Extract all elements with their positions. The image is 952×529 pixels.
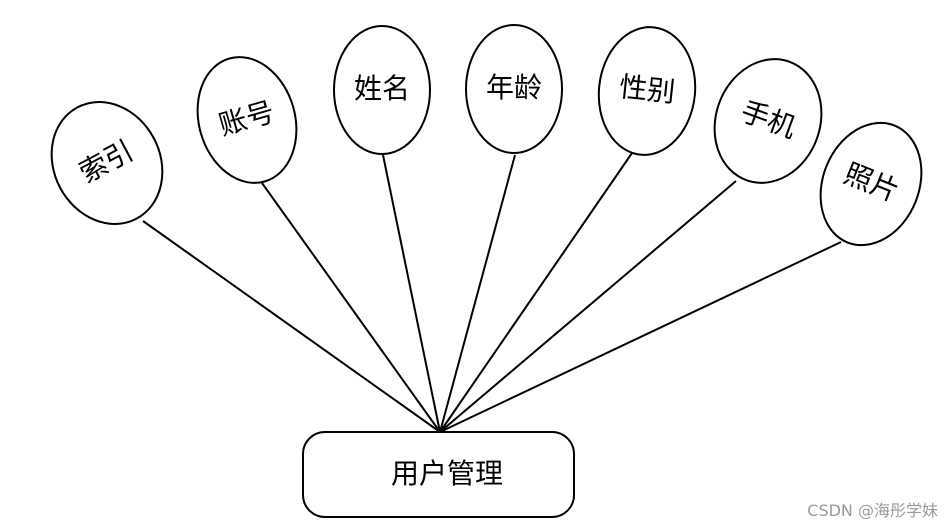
attr-age-label: 年龄: [486, 71, 542, 104]
connector-age: [439, 154, 516, 433]
attr-age: 年龄: [465, 24, 563, 154]
attr-index-ellipse: [50, 101, 164, 225]
entity-node: 用户管理: [302, 431, 575, 518]
attr-gender-label: 性别: [618, 70, 677, 109]
attr-phone-ellipse: [713, 58, 823, 184]
attr-name-label: 姓名: [354, 72, 410, 105]
connector-account: [261, 182, 441, 433]
attr-photo-ellipse: [819, 121, 923, 247]
attr-gender: 性别: [597, 26, 697, 156]
entity-label: 用户管理: [391, 457, 503, 490]
attr-phone: 手机: [713, 58, 823, 184]
attr-index: 索引: [50, 101, 164, 225]
connector-photo: [439, 241, 842, 433]
attr-account: 账号: [196, 56, 298, 184]
attr-account-ellipse: [196, 56, 298, 184]
connector-gender: [439, 152, 633, 433]
attr-photo: 照片: [819, 121, 923, 247]
entity-box: [302, 431, 575, 518]
attr-name-ellipse: [333, 25, 431, 155]
connector-phone: [439, 180, 737, 433]
watermark-text: CSDN @海彤学妹: [807, 501, 938, 520]
attr-age-ellipse: [465, 24, 563, 154]
connector-name: [382, 154, 441, 433]
connector-lines: [142, 152, 842, 433]
connector-index: [142, 220, 441, 433]
attr-name: 姓名: [333, 25, 431, 155]
attr-gender-ellipse: [597, 26, 697, 156]
